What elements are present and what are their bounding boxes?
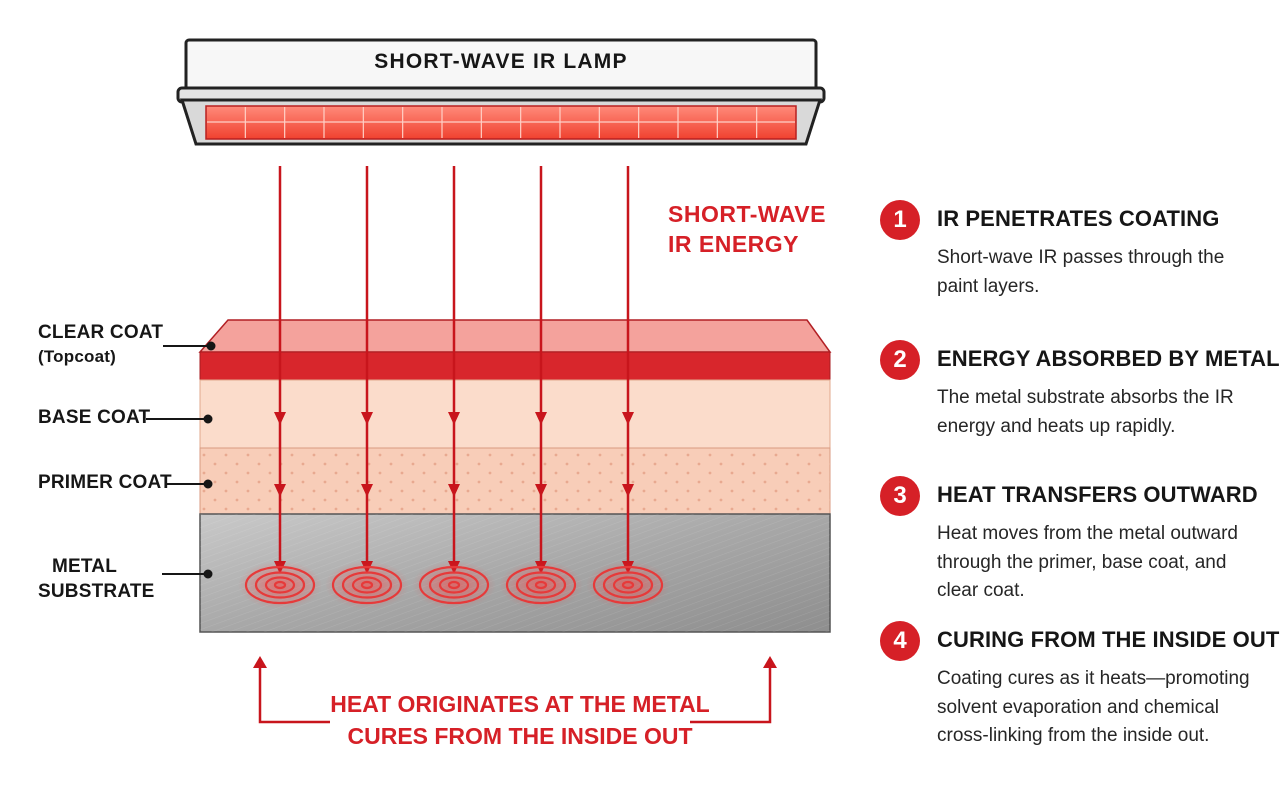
- clear-coat-sublabel: (Topcoat): [38, 347, 116, 366]
- heat-ring: [331, 565, 403, 605]
- heat-ring: [254, 571, 306, 599]
- ir-energy-line-2: IR ENERGY: [668, 231, 800, 257]
- step-3-description: Heat moves from the metal outward throug…: [937, 523, 1238, 601]
- heat-ring: [428, 571, 480, 599]
- heat-glow: [238, 561, 322, 609]
- heat-ripple: [586, 561, 670, 609]
- heat-glow: [499, 561, 583, 609]
- heat-ring: [418, 565, 490, 605]
- ir-energy-label: SHORT-WAVE IR ENERGY: [668, 199, 826, 259]
- heat-ring: [438, 576, 470, 594]
- leader-lines: [146, 341, 216, 579]
- step-4-description: Coating cures as it heats—promoting solv…: [937, 668, 1250, 746]
- bottom-note: HEAT ORIGINATES AT THE METAL CURES FROM …: [290, 688, 750, 752]
- heat-ring: [515, 571, 567, 599]
- heat-glow: [412, 561, 496, 609]
- heat-ripple: [412, 561, 496, 609]
- ir-arrowhead: [274, 484, 286, 497]
- heat-ring: [273, 580, 287, 590]
- clear-coat-top-surface: [198, 319, 832, 353]
- step-3-title: HEAT TRANSFERS OUTWARD: [937, 482, 1258, 507]
- ir-arrowhead: [622, 412, 634, 425]
- heat-ring: [505, 565, 577, 605]
- bottom-note-line-2: CURES FROM THE INSIDE OUT: [347, 723, 693, 749]
- coating-stack: [198, 319, 832, 633]
- ir-arrowhead: [448, 484, 460, 497]
- heat-ring: [602, 571, 654, 599]
- heat-ring: [264, 576, 296, 594]
- bottom-note-line-1: HEAT ORIGINATES AT THE METAL: [330, 691, 710, 717]
- ir-lamp: [176, 38, 826, 146]
- heat-glow: [325, 561, 409, 609]
- ir-arrowhead: [448, 412, 460, 425]
- primer-coat-label: PRIMER COAT: [38, 472, 172, 493]
- step-1-badge: 1: [880, 200, 920, 240]
- metal-substrate-line-1: METAL: [52, 556, 118, 577]
- step-2-badge: 2: [880, 340, 920, 380]
- bracket-right: [690, 664, 772, 724]
- bracket-right-arrowhead: [763, 656, 777, 668]
- heat-ring: [351, 576, 383, 594]
- ir-arrowhead: [361, 484, 373, 497]
- clear-coat-layer: [199, 351, 831, 381]
- bracket-left: [258, 664, 330, 724]
- primer-texture: [200, 448, 830, 514]
- bracket-left-arrowhead: [253, 656, 267, 668]
- clear-coat-label-text: CLEAR COAT: [38, 322, 164, 343]
- heat-glow: [586, 561, 670, 609]
- heat-ring: [534, 580, 548, 590]
- step-4-badge: 4: [880, 621, 920, 661]
- ir-arrowhead: [622, 484, 634, 497]
- clear-coat-label: CLEAR COAT (Topcoat): [38, 321, 163, 369]
- heat-ring: [612, 576, 644, 594]
- ir-arrowhead: [535, 484, 547, 497]
- base-coat-label: BASE COAT: [38, 407, 151, 428]
- heat-ripples: [238, 561, 670, 609]
- bottom-bracket: [253, 656, 777, 724]
- heat-ripple: [238, 561, 322, 609]
- base-coat-layer: [199, 379, 831, 449]
- ir-energy-line-1: SHORT-WAVE: [668, 201, 826, 227]
- ir-energy-arrows: [274, 166, 634, 574]
- heat-ring: [621, 580, 635, 590]
- step-4-title: CURING FROM THE INSIDE OUT: [937, 627, 1280, 652]
- heat-ring: [341, 571, 393, 599]
- step-2-title: ENERGY ABSORBED BY METAL: [937, 346, 1280, 371]
- step-1-description: Short-wave IR passes through the paint l…: [937, 247, 1225, 297]
- metal-substrate-line-2: SUBSTRATE: [38, 581, 155, 602]
- heat-ripple: [325, 561, 409, 609]
- lamp-title: SHORT-WAVE IR LAMP: [374, 50, 628, 73]
- ir-arrowhead: [361, 412, 373, 425]
- heat-ripple: [499, 561, 583, 609]
- step-1-title: IR PENETRATES COATING: [937, 206, 1220, 231]
- lamp-grid: [207, 107, 795, 138]
- heat-ring: [244, 565, 316, 605]
- ir-arrowhead: [535, 412, 547, 425]
- heat-ring: [592, 565, 664, 605]
- step-3-badge: 3: [880, 476, 920, 516]
- metal-substrate-label: METAL SUBSTRATE: [38, 554, 155, 604]
- ir-arrowhead: [274, 412, 286, 425]
- heat-ring: [360, 580, 374, 590]
- heat-ring: [525, 576, 557, 594]
- heat-ring: [447, 580, 461, 590]
- step-2-description: The metal substrate absorbs the IR energ…: [937, 387, 1234, 437]
